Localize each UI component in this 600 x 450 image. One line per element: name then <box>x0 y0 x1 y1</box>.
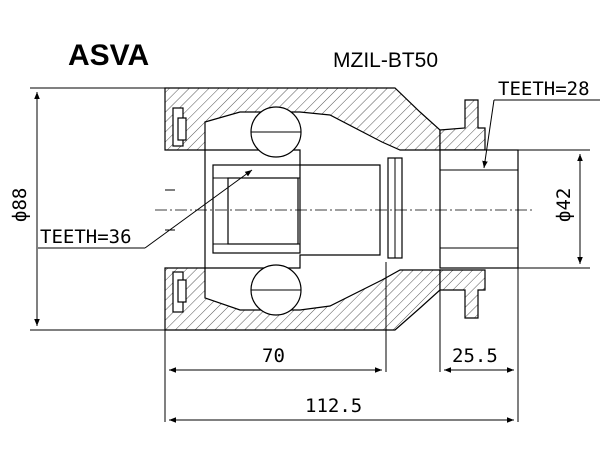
leader-teeth-36: TEETH=36 <box>38 169 253 249</box>
dim-outer-diameter: ф88 <box>9 87 165 331</box>
boot-grooves <box>165 107 187 313</box>
outer-diameter-label: ф88 <box>9 188 31 222</box>
dim-shaft-length: 25.5 <box>439 268 519 422</box>
teeth-outer-label: TEETH=28 <box>498 78 590 100</box>
inner-race <box>204 106 381 316</box>
body-length-label: 70 <box>262 345 285 367</box>
dim-body-length: 70 <box>164 262 387 422</box>
housing-body <box>164 87 486 331</box>
total-length-label: 112.5 <box>305 395 362 417</box>
dim-total-length: 112.5 <box>169 395 514 423</box>
stub-shaft <box>439 149 519 269</box>
shaft-length-label: 25.5 <box>452 345 498 367</box>
leader-teeth-28: TEETH=28 <box>482 78 600 169</box>
part-number: MZIL-BT50 <box>333 49 438 72</box>
dim-shaft-diameter: ф42 <box>518 149 590 269</box>
brand-logo: ASVA <box>68 39 149 72</box>
teeth-inner-label: TEETH=36 <box>40 226 132 248</box>
shaft-diameter-label: ф42 <box>553 188 575 222</box>
neck-section <box>387 157 403 259</box>
